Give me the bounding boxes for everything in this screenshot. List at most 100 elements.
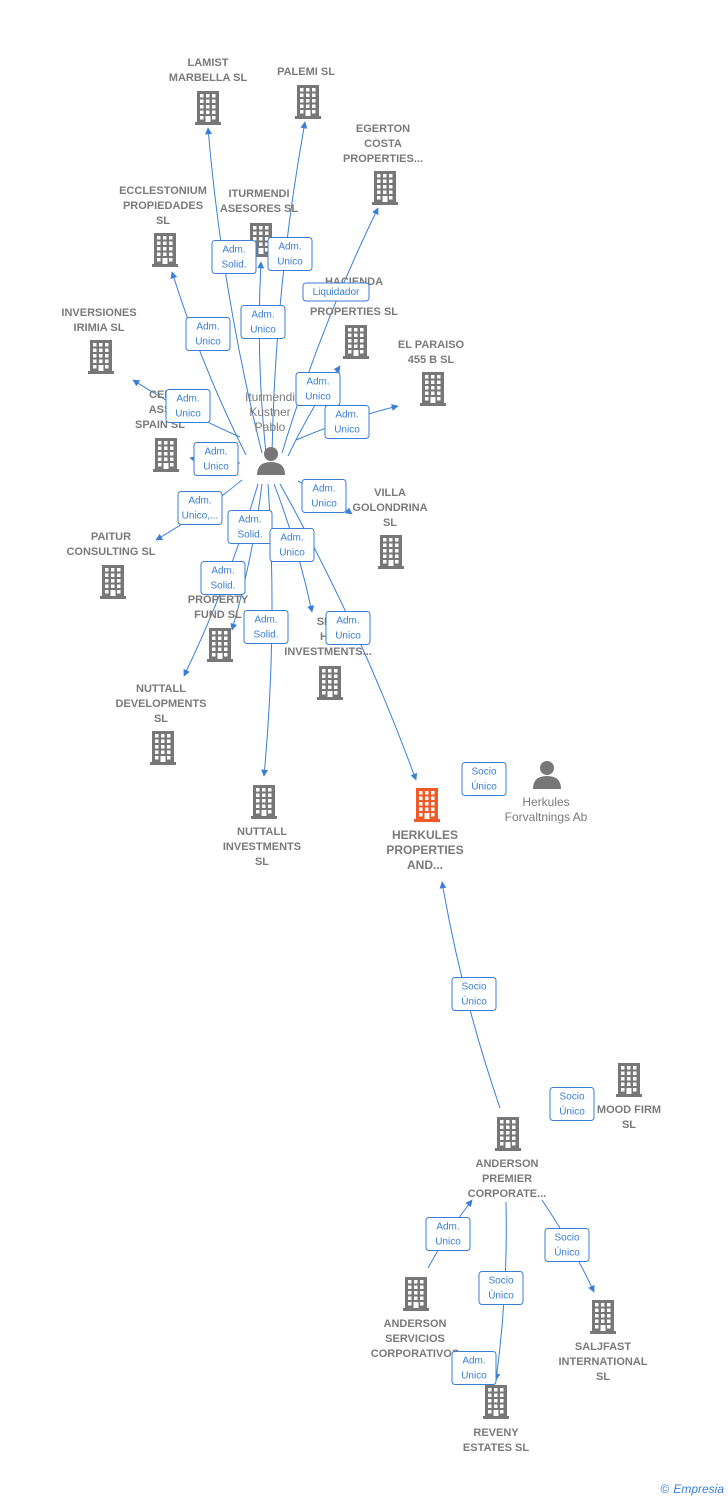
edge-label[interactable]: Adm.Solid. bbox=[227, 510, 273, 544]
edge-label-text: Adm. bbox=[306, 377, 329, 388]
edge-label[interactable]: Adm. Unico bbox=[185, 317, 231, 351]
edge-label-text: Adm. bbox=[436, 1222, 459, 1233]
building-icon[interactable] bbox=[403, 1277, 429, 1311]
edge-label[interactable]: Adm. Unico bbox=[269, 528, 315, 562]
node-label-line: SL bbox=[154, 713, 168, 725]
footer-brand[interactable]: ©Empresia bbox=[660, 1482, 724, 1496]
edge-iturmendi_pablo-to-lamist bbox=[205, 127, 263, 454]
building-icon[interactable] bbox=[150, 731, 176, 765]
node-label-line: Kustner bbox=[249, 405, 290, 419]
node-label-line: NUTTALL bbox=[237, 826, 287, 838]
edge-label-text: Adm. bbox=[462, 1356, 485, 1367]
node-label-line: CORPORATE... bbox=[468, 1188, 547, 1200]
edge-label-text: Unico bbox=[175, 409, 201, 420]
person-icon[interactable] bbox=[533, 761, 561, 789]
node-label-line: MOOD FIRM bbox=[597, 1104, 661, 1116]
edge-label[interactable]: Liquidador bbox=[302, 282, 370, 302]
edge-label[interactable]: Adm.Unico bbox=[165, 389, 211, 423]
node-label-line: SL bbox=[255, 856, 269, 868]
node-label-line: HERKULES bbox=[392, 828, 458, 842]
edge-label-text: Unico bbox=[195, 337, 221, 348]
node-label-line: REVENY bbox=[473, 1427, 519, 1439]
node-label-line: PREMIER bbox=[482, 1173, 532, 1185]
edge-label[interactable]: Adm.Unico bbox=[295, 372, 341, 406]
building-icon[interactable] bbox=[343, 325, 369, 359]
edge-label-box bbox=[193, 442, 239, 476]
edge-label-text: Unico bbox=[435, 1237, 461, 1248]
building-icon[interactable] bbox=[495, 1117, 521, 1151]
edge-label-box bbox=[302, 282, 370, 302]
node-label-line: PROPIEDADES bbox=[123, 200, 203, 212]
edge-label-box bbox=[211, 240, 257, 274]
edge-label-text: Adm. bbox=[238, 515, 261, 526]
edge-label[interactable]: Adm. Unico bbox=[193, 442, 239, 476]
building-icon[interactable] bbox=[483, 1385, 509, 1419]
building-icon[interactable] bbox=[207, 628, 233, 662]
edge-label-text: Único bbox=[554, 1246, 580, 1259]
building-icon[interactable] bbox=[590, 1300, 616, 1334]
building-icon[interactable] bbox=[195, 91, 221, 125]
building-icon[interactable] bbox=[317, 666, 343, 700]
building-icon[interactable] bbox=[420, 372, 446, 406]
building-icon[interactable] bbox=[378, 535, 404, 569]
edge-label[interactable]: Adm.Solid. bbox=[200, 561, 246, 595]
edge-label-text: Adm. bbox=[196, 322, 219, 333]
edge-label[interactable]: Adm.Solid. bbox=[211, 240, 257, 274]
edge-label-text: Adm. bbox=[280, 533, 303, 544]
edge-label[interactable]: Adm.Unico,... bbox=[177, 491, 223, 525]
node-label-line: LAMIST bbox=[188, 57, 229, 69]
person-icon[interactable] bbox=[257, 447, 285, 475]
edge-label[interactable]: Adm.Solid. bbox=[243, 610, 289, 644]
node-label-line: FUND SL bbox=[194, 609, 242, 621]
copyright-symbol: © bbox=[660, 1482, 670, 1496]
edge-label-text: Unico bbox=[461, 1371, 487, 1382]
node-label-line: SL bbox=[596, 1371, 610, 1383]
edge-label-text: Adm. bbox=[204, 447, 227, 458]
node-label-line: Forvaltnings Ab bbox=[505, 810, 588, 824]
edge-label-box bbox=[324, 405, 370, 439]
edge-label[interactable]: Adm. Unico bbox=[425, 1217, 471, 1251]
building-icon-focus[interactable] bbox=[414, 788, 440, 822]
node-label-herkules_properties: HERKULESPROPERTIESAND... bbox=[386, 828, 463, 872]
node-label-line: SL bbox=[156, 215, 170, 227]
building-icon[interactable] bbox=[372, 171, 398, 205]
node-label-line: 455 B SL bbox=[408, 354, 455, 366]
building-icon[interactable] bbox=[616, 1063, 642, 1097]
building-icon[interactable] bbox=[88, 340, 114, 374]
edge-label-text: Unico bbox=[279, 548, 305, 559]
building-icon[interactable] bbox=[100, 565, 126, 599]
node-label-line: Iturmendi bbox=[245, 390, 295, 404]
edge-label[interactable]: Adm.Unico bbox=[267, 237, 313, 271]
edge-label-text: Adm. bbox=[336, 616, 359, 627]
node-label-line: SL bbox=[383, 517, 397, 529]
edge-label-box bbox=[185, 317, 231, 351]
node-label-anderson_premier: ANDERSONPREMIERCORPORATE... bbox=[468, 1158, 547, 1200]
building-icon[interactable] bbox=[153, 438, 179, 472]
edge-label-box bbox=[177, 491, 223, 525]
edge-label-text: Unico bbox=[203, 462, 229, 473]
building-icon[interactable] bbox=[295, 85, 321, 119]
node-label-line: PROPERTIES SL bbox=[310, 306, 398, 318]
node-label-line: INVERSIONES bbox=[61, 307, 136, 319]
edge-label[interactable]: Adm.Unico bbox=[301, 479, 347, 513]
edge-label-text: Solid. bbox=[221, 260, 246, 271]
edge-label-box bbox=[227, 510, 273, 544]
edge-label[interactable]: Adm.Unico bbox=[325, 611, 371, 645]
building-icon[interactable] bbox=[152, 233, 178, 267]
building-icon[interactable] bbox=[251, 785, 277, 819]
edge-label[interactable]: Adm.Unico bbox=[324, 405, 370, 439]
brand-name: Empresia bbox=[673, 1482, 724, 1496]
node-label-line: PAITUR bbox=[91, 531, 131, 543]
edge-label-text: Unico bbox=[311, 499, 337, 510]
edge-label[interactable]: Adm.Unico bbox=[240, 305, 286, 339]
edge-label[interactable]: Adm. Unico bbox=[451, 1351, 497, 1385]
